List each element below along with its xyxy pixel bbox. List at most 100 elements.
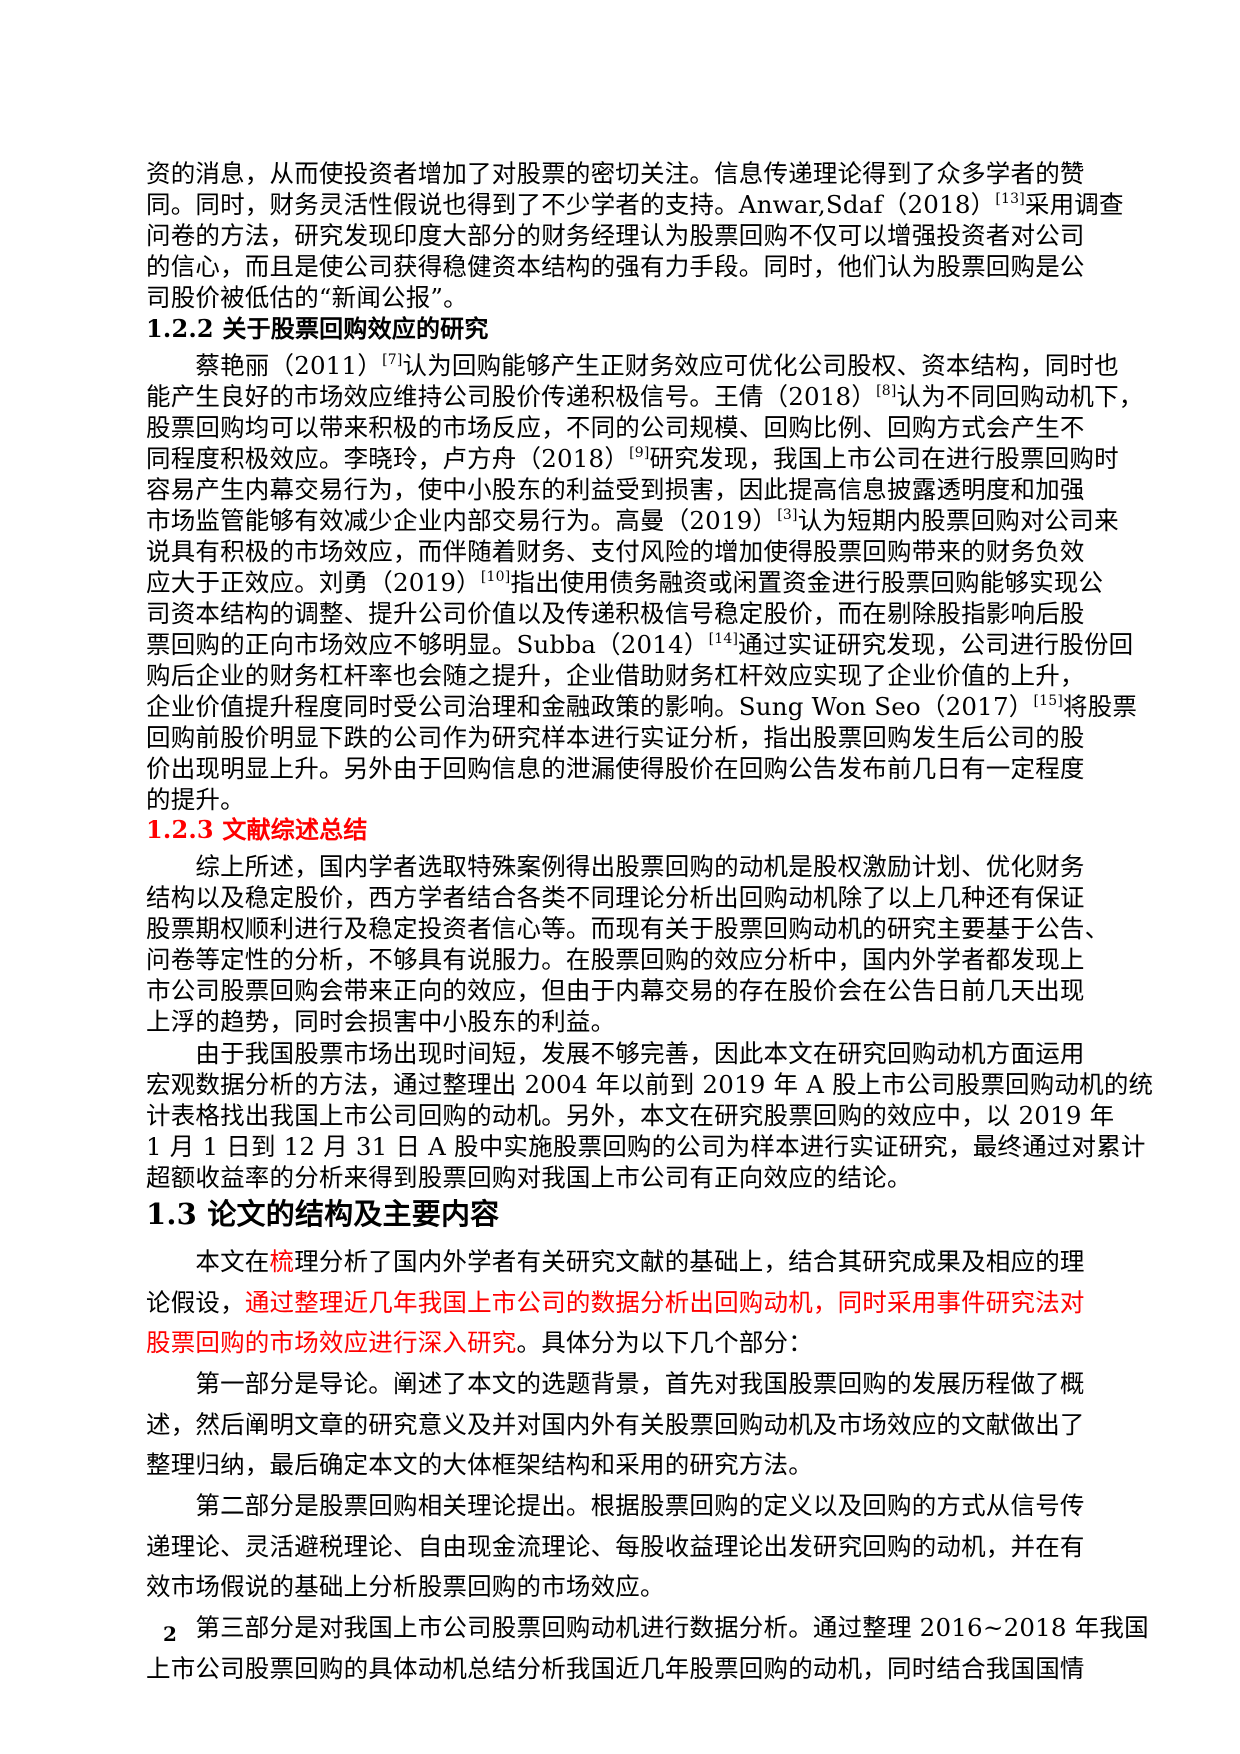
text-span: 问卷等定性的分析，不够具有说服力。在股票回购的效应分析中，国内外学者都发现上 [146, 945, 1085, 974]
text-line: 应大于正效应。刘勇（2019）[10]指出使用债务融资或闲置资金进行股票回购能够… [146, 567, 1103, 599]
text-span: 论假设， [146, 1288, 245, 1317]
text-span: 能产生良好的市场效应维持公司股价传递积极信号。王倩（2018） [146, 382, 877, 411]
text-line: 的提升。 [146, 784, 245, 816]
text-line: 论假设，通过整理近几年我国上市公司的数据分析出回购动机，同时采用事件研究法对 [146, 1287, 1085, 1319]
text-line: 说具有积极的市场效应，而伴随着财务、支付风险的增加使得股票回购带来的财务负效 [146, 536, 1085, 568]
text-span: 1.2.2 关于股票回购效应的研究 [146, 314, 489, 343]
text-span: 1.3 论文的结构及主要内容 [146, 1197, 500, 1231]
text-span: 资的消息，从而使投资者增加了对股票的密切关注。信息传递理论得到了众多学者的赞 [146, 159, 1085, 188]
text-span: 容易产生内幕交易行为，使中小股东的利益受到损害，因此提高信息披露透明度和加强 [146, 475, 1085, 504]
text-line: 第二部分是股票回购相关理论提出。根据股票回购的定义以及回购的方式从信号传 [146, 1490, 1085, 1522]
text-span: 购后企业的财务杠杆率也会随之提升，企业借助财务杠杆效应实现了企业价值的上升， [146, 661, 1085, 690]
text-span: 计表格找出我国上市公司回购的动机。另外，本文在研究股票回购的效应中，以 2019… [146, 1101, 1115, 1130]
text-span: 第三部分是对我国上市公司股票回购动机进行数据分析。通过整理 2016~2018 … [146, 1613, 1149, 1642]
text-span: 说具有积极的市场效应，而伴随着财务、支付风险的增加使得股票回购带来的财务负效 [146, 537, 1085, 566]
text-span: 司资本结构的调整、提升公司价值以及传递积极信号稳定股价，而在剔除股指影响后股 [146, 599, 1085, 628]
text-line: 市公司股票回购会带来正向的效应，但由于内幕交易的存在股价会在公告日前几天出现 [146, 975, 1085, 1007]
text-line: 上市公司股票回购的具体动机总结分析我国近几年股票回购的动机，同时结合我国国情 [146, 1653, 1085, 1685]
text-line: 价出现明显上升。另外由于回购信息的泄漏使得股价在回购公告发布前几日有一定程度 [146, 753, 1085, 785]
text-span: 的提升。 [146, 785, 245, 814]
text-line: 问卷等定性的分析，不够具有说服力。在股票回购的效应分析中，国内外学者都发现上 [146, 944, 1085, 976]
text-span: 股票期权顺利进行及稳定投资者信心等。而现有关于股票回购动机的研究主要基于公告、 [146, 914, 1110, 943]
text-line: 述，然后阐明文章的研究意义及并对国内外有关股票回购动机及市场效应的文献做出了 [146, 1409, 1085, 1441]
text-span: 问卷的方法，研究发现印度大部分的财务经理认为股票回购不仅可以增强投资者对公司 [146, 221, 1085, 250]
text-line: 递理论、灵活避税理论、自由现金流理论、每股收益理论出发研究回购的动机，并在有 [146, 1531, 1085, 1563]
text-line: 综上所述，国内学者选取特殊案例得出股票回购的动机是股权激励计划、优化财务 [146, 851, 1085, 883]
text-line: 企业价值提升程度同时受公司治理和金融政策的影响。Sung Won Seo（201… [146, 691, 1137, 723]
text-span: 理分析了国内外学者有关研究文献的基础上，结合其研究成果及相应的理 [294, 1247, 1085, 1276]
citation-ref: [13] [995, 191, 1025, 207]
text-line: 能产生良好的市场效应维持公司股价传递积极信号。王倩（2018）[8]认为不同回购… [146, 381, 1144, 413]
text-span: 蔡艳丽（2011） [146, 351, 383, 380]
text-span: 认为短期内股票回购对公司来 [797, 506, 1119, 535]
text-span: 认为回购能够产生正财务效应可优化公司股权、资本结构，同时也 [402, 351, 1119, 380]
text-span: 应大于正效应。刘勇（2019） [146, 568, 481, 597]
text-span: 第二部分是股票回购相关理论提出。根据股票回购的定义以及回购的方式从信号传 [146, 1491, 1085, 1520]
text-span: 述，然后阐明文章的研究意义及并对国内外有关股票回购动机及市场效应的文献做出了 [146, 1410, 1085, 1439]
text-line: 票回购的正向市场效应不够明显。Subba（2014）[14]通过实证研究发现，公… [146, 629, 1133, 661]
text-span: 由于我国股票市场出现时间短，发展不够完善，因此本文在研究回购动机方面运用 [146, 1039, 1085, 1068]
text-line: 司资本结构的调整、提升公司价值以及传递积极信号稳定股价，而在剔除股指影响后股 [146, 598, 1085, 630]
page-number: 2 [163, 1622, 177, 1646]
text-line: 同程度积极效应。李晓玲，卢方舟（2018）[9]研究发现，我国上市公司在进行股票… [146, 443, 1119, 475]
text-span: 回购前股价明显下跌的公司作为研究样本进行实证分析，指出股票回购发生后公司的股 [146, 723, 1085, 752]
text-span: 结构以及稳定股价，西方学者结合各类不同理论分析出回购动机除了以上几种还有保证 [146, 883, 1085, 912]
text-line: 同。同时，财务灵活性假说也得到了不少学者的支持。Anwar,Sdaf（2018）… [146, 189, 1124, 221]
text-line: 购后企业的财务杠杆率也会随之提升，企业借助财务杠杆效应实现了企业价值的上升， [146, 660, 1085, 692]
text-span: 本文在 [146, 1247, 270, 1276]
text-line: 资的消息，从而使投资者增加了对股票的密切关注。信息传递理论得到了众多学者的赞 [146, 158, 1085, 190]
text-line: 宏观数据分析的方法，通过整理出 2004 年以前到 2019 年 A 股上市公司… [146, 1069, 1153, 1101]
text-span: 价出现明显上升。另外由于回购信息的泄漏使得股价在回购公告发布前几日有一定程度 [146, 754, 1085, 783]
text-line: 第一部分是导论。阐述了本文的选题背景，首先对我国股票回购的发展历程做了概 [146, 1368, 1085, 1400]
text-line: 效市场假说的基础上分析股票回购的市场效应。 [146, 1571, 665, 1603]
text-line: 本文在梳理分析了国内外学者有关研究文献的基础上，结合其研究成果及相应的理 [146, 1246, 1085, 1278]
text-line: 整理归纳，最后确定本文的大体框架结构和采用的研究方法。 [146, 1449, 813, 1481]
text-span: 的信心，而且是使公司获得稳健资本结构的强有力手段。同时，他们认为股票回购是公 [146, 252, 1085, 281]
section-heading: 1.2.2 关于股票回购效应的研究 [146, 313, 489, 345]
text-line: 蔡艳丽（2011）[7]认为回购能够产生正财务效应可优化公司股权、资本结构，同时… [146, 350, 1119, 382]
text-line: 股票期权顺利进行及稳定投资者信心等。而现有关于股票回购动机的研究主要基于公告、 [146, 913, 1109, 945]
text-line: 超额收益率的分析来得到股票回购对我国上市公司有正向效应的结论。 [146, 1162, 912, 1194]
text-line: 市场监管能够有效减少企业内部交易行为。高曼（2019）[3]认为短期内股票回购对… [146, 505, 1119, 537]
text-span: 企业价值提升程度同时受公司治理和金融政策的影响。Sung Won Seo（201… [146, 692, 1034, 721]
text-span: 整理归纳，最后确定本文的大体框架结构和采用的研究方法。 [146, 1450, 813, 1479]
text-span: 1.2.3 文献综述总结 [146, 815, 368, 844]
text-span: 宏观数据分析的方法，通过整理出 2004 年以前到 2019 年 A 股上市公司… [146, 1070, 1154, 1099]
text-span: 司股价被低估的“新闻公报”。 [146, 283, 468, 312]
text-span: 研究发现，我国上市公司在进行股票回购时 [649, 444, 1119, 473]
text-line: 股票回购的市场效应进行深入研究。具体分为以下几个部分： [146, 1327, 813, 1359]
highlighted-text: 通过整理近几年我国上市公司的数据分析出回购动机，同时采用事件研究法对 [244, 1288, 1085, 1317]
text-span: 将股票 [1062, 692, 1138, 721]
citation-ref: [8] [876, 383, 897, 399]
text-span: 认为不同回购动机下， [896, 382, 1144, 411]
text-line: 的信心，而且是使公司获得稳健资本结构的强有力手段。同时，他们认为股票回购是公 [146, 251, 1085, 283]
text-span: 同程度积极效应。李晓玲，卢方舟（2018） [146, 444, 630, 473]
text-line: 上浮的趋势，同时会损害中小股东的利益。 [146, 1006, 615, 1038]
text-span: 票回购的正向市场效应不够明显。Subba（2014） [146, 630, 709, 659]
text-line: 股票回购均可以带来积极的市场反应，不同的公司规模、回购比例、回购方式会产生不 [146, 412, 1085, 444]
highlighted-text: 股票回购的市场效应进行深入研究 [146, 1328, 517, 1357]
text-span: 。具体分为以下几个部分： [516, 1328, 813, 1357]
section-heading: 1.3 论文的结构及主要内容 [146, 1198, 499, 1230]
text-line: 计表格找出我国上市公司回购的动机。另外，本文在研究股票回购的效应中，以 2019… [146, 1100, 1114, 1132]
text-span: 市公司股票回购会带来正向的效应，但由于内幕交易的存在股价会在公告日前几天出现 [146, 976, 1085, 1005]
text-span: 1 月 1 日到 12 月 31 日 A 股中实施股票回购的公司为样本进行实证研… [146, 1132, 1146, 1161]
text-span: 市场监管能够有效减少企业内部交易行为。高曼（2019） [146, 506, 778, 535]
text-span: 第一部分是导论。阐述了本文的选题背景，首先对我国股票回购的发展历程做了概 [146, 1369, 1085, 1398]
text-line: 1 月 1 日到 12 月 31 日 A 股中实施股票回购的公司为样本进行实证研… [146, 1131, 1146, 1163]
citation-ref: [7] [382, 352, 403, 368]
text-span: 超额收益率的分析来得到股票回购对我国上市公司有正向效应的结论。 [146, 1163, 912, 1192]
highlighted-text: 梳 [269, 1247, 295, 1276]
citation-ref: [15] [1033, 693, 1063, 709]
text-line: 问卷的方法，研究发现印度大部分的财务经理认为股票回购不仅可以增强投资者对公司 [146, 220, 1085, 252]
text-span: 同。同时，财务灵活性假说也得到了不少学者的支持。Anwar,Sdaf（2018） [146, 190, 996, 219]
citation-ref: [10] [480, 569, 511, 585]
text-line: 回购前股价明显下跌的公司作为研究样本进行实证分析，指出股票回购发生后公司的股 [146, 722, 1085, 754]
text-span: 综上所述，国内学者选取特殊案例得出股票回购的动机是股权激励计划、优化财务 [146, 852, 1085, 881]
text-span: 效市场假说的基础上分析股票回购的市场效应。 [146, 1572, 665, 1601]
text-span: 递理论、灵活避税理论、自由现金流理论、每股收益理论出发研究回购的动机，并在有 [146, 1532, 1085, 1561]
text-span: 股票回购均可以带来积极的市场反应，不同的公司规模、回购比例、回购方式会产生不 [146, 413, 1085, 442]
text-line: 结构以及稳定股价，西方学者结合各类不同理论分析出回购动机除了以上几种还有保证 [146, 882, 1085, 914]
text-line: 司股价被低估的“新闻公报”。 [146, 282, 468, 314]
section-heading: 1.2.3 文献综述总结 [146, 814, 368, 846]
